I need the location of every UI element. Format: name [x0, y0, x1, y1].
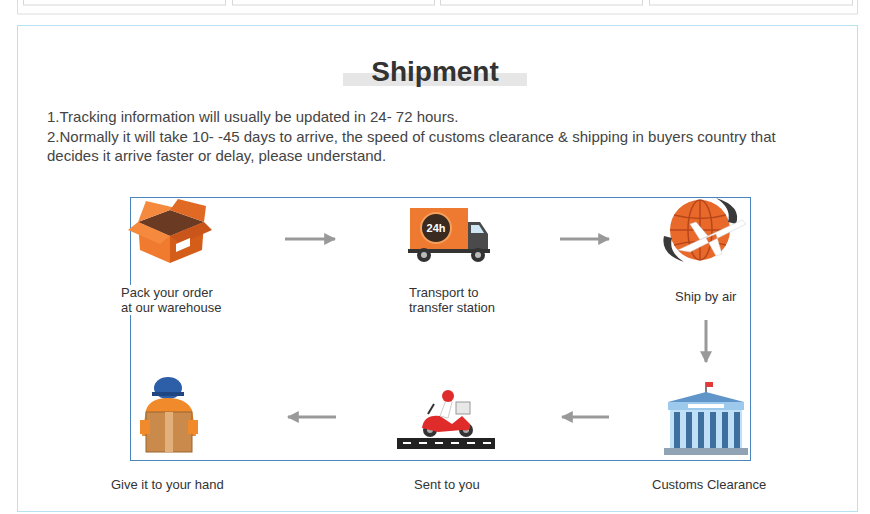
flow-arrow — [705, 320, 708, 362]
flow-step: Sent to you — [336, 362, 562, 494]
globe-icon — [663, 198, 746, 262]
flow-frame — [131, 198, 751, 461]
scooter-icon — [397, 390, 495, 449]
tab-box — [24, 0, 226, 5]
flow-arrow — [288, 416, 336, 419]
top-strip — [18, 0, 858, 14]
panel-border — [18, 26, 858, 512]
box-icon — [128, 199, 212, 263]
tab-box — [233, 0, 435, 5]
step-caption: Pack your order at our warehouse — [121, 285, 224, 315]
flow-arrow — [285, 238, 335, 241]
note-text: 2.Normally it will take 10- -45 days to … — [47, 127, 829, 165]
customs-building-icon — [664, 382, 748, 455]
flow-step: Transport to transfer station — [335, 196, 560, 320]
step-caption: Sent to you — [414, 477, 480, 492]
truck-badge: 24h — [421, 221, 451, 235]
flow-step: Customs Clearance — [609, 362, 804, 494]
tab-box — [441, 0, 643, 5]
tab-box — [650, 0, 853, 5]
step-caption: Transport to transfer station — [409, 285, 509, 315]
note-text: 1.Tracking information will usually be u… — [47, 107, 837, 126]
flow-arrow — [562, 416, 609, 419]
courier-icon — [140, 377, 198, 452]
truck-icon — [408, 208, 490, 262]
flow-step: Ship by air — [609, 196, 804, 320]
flow-step: Pack your order at our warehouse — [110, 196, 285, 320]
step-caption: Customs Clearance — [652, 477, 766, 492]
flow-arrow — [560, 238, 609, 241]
step-caption: Give it to your hand — [111, 477, 224, 492]
flow-step: Give it to your hand — [100, 362, 288, 494]
title: Shipment — [0, 55, 870, 89]
step-caption: Ship by air — [675, 289, 736, 304]
